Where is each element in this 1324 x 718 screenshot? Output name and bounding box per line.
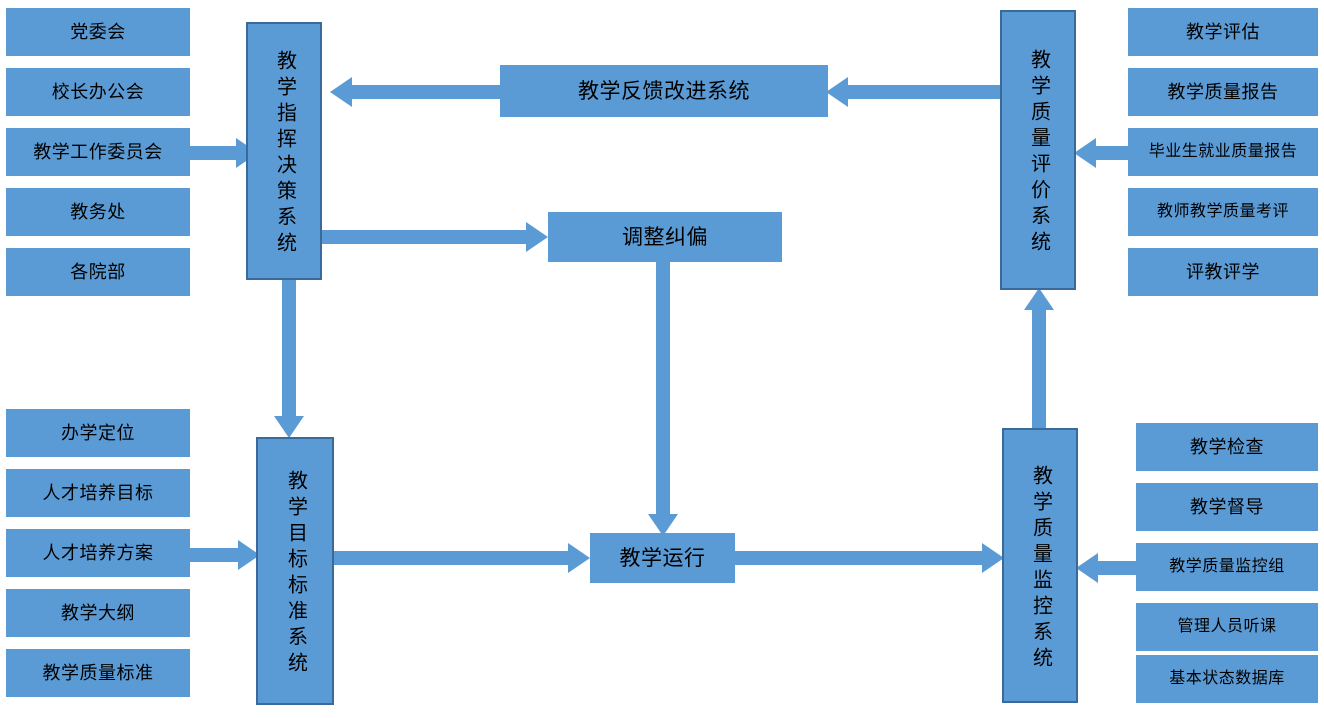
box-teaching-operation[interactable]: 教学运行 [590,533,735,583]
chip-top-left-1[interactable]: 党委会 [6,8,190,56]
chip-top-right-2[interactable]: 教学质量报告 [1128,68,1318,116]
chip-bottom-left-1[interactable]: 办学定位 [6,409,190,457]
pillar-goal-standard-system[interactable]: 教学目标标准系统 [256,437,334,705]
chip-top-left-4[interactable]: 教务处 [6,188,190,236]
pillar-quality-evaluation-system[interactable]: 教学质量评价系统 [1000,10,1076,290]
arrow-command-to-goal [274,280,304,440]
arrow-plan-to-goal [190,540,262,570]
chip-top-left-5[interactable]: 各院部 [6,248,190,296]
arrow-command-to-adjust [322,222,550,252]
chip-bottom-right-5[interactable]: 基本状态数据库 [1136,655,1318,703]
chip-top-right-3[interactable]: 毕业生就业质量报告 [1128,128,1318,176]
chip-bottom-left-4[interactable]: 教学大纲 [6,589,190,637]
arrow-monitorgroup-to-monitoring [1076,553,1140,583]
chip-top-right-5[interactable]: 评教评学 [1128,248,1318,296]
chip-bottom-right-2[interactable]: 教学督导 [1136,483,1318,531]
arrow-monitoring-to-evaluation [1024,288,1054,434]
arrow-operation-to-monitoring [734,543,1006,573]
box-adjust-correct[interactable]: 调整纠偏 [548,212,782,262]
pillar-command-decision-system[interactable]: 教学指挥决策系统 [246,22,322,280]
pillar-quality-monitoring-system[interactable]: 教学质量监控系统 [1002,428,1078,703]
arrow-adjust-to-operation [648,260,678,538]
arrow-goal-to-operation [330,543,592,573]
chip-top-left-3[interactable]: 教学工作委员会 [6,128,190,176]
arrow-evaluation-to-feedback [826,77,1004,107]
chip-bottom-left-2[interactable]: 人才培养目标 [6,469,190,517]
chip-bottom-right-3[interactable]: 教学质量监控组 [1136,543,1318,591]
arrow-gradreport-to-evaluation [1074,138,1132,168]
chip-bottom-right-1[interactable]: 教学检查 [1136,423,1318,471]
chip-top-right-1[interactable]: 教学评估 [1128,8,1318,56]
box-feedback-improvement-system[interactable]: 教学反馈改进系统 [500,65,828,117]
chip-bottom-left-3[interactable]: 人才培养方案 [6,529,190,577]
chip-top-right-4[interactable]: 教师教学质量考评 [1128,188,1318,236]
arrow-feedback-to-command [330,77,502,107]
chip-bottom-left-5[interactable]: 教学质量标准 [6,649,190,697]
chip-top-left-2[interactable]: 校长办公会 [6,68,190,116]
chip-bottom-right-4[interactable]: 管理人员听课 [1136,603,1318,651]
